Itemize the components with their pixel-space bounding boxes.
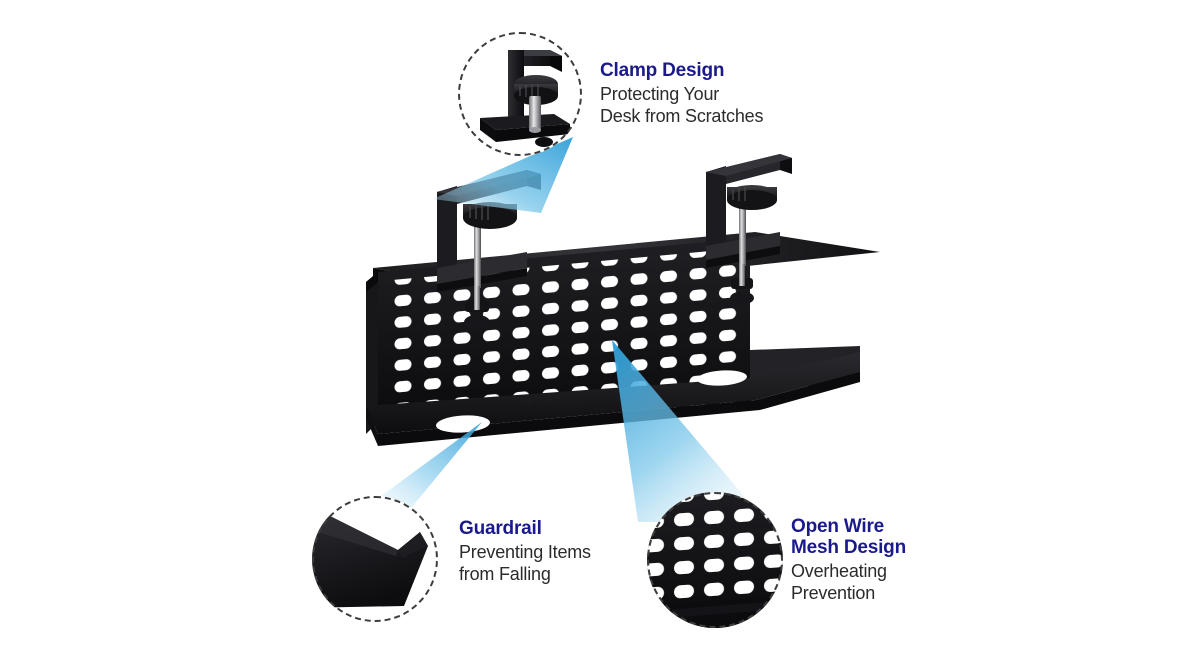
callout-text-clamp-design: Clamp Design Protecting Your Desk from S… — [600, 60, 900, 127]
callout-body-guardrail: Preventing Items from Falling — [459, 542, 591, 584]
callout-title-clamp-design: Clamp Design — [600, 60, 725, 81]
callout-body-clamp-design: Protecting Your Desk from Scratches — [600, 84, 764, 126]
left-clamp — [437, 170, 541, 329]
callout-circle-guardrail — [312, 496, 438, 622]
callout-title-mesh: Open Wire Mesh Design — [791, 516, 906, 558]
callout-title-guardrail: Guardrail — [459, 518, 542, 539]
beam-cone-mesh — [612, 340, 766, 522]
guardrail-closeup-icon — [312, 496, 438, 622]
right-clamp — [706, 154, 792, 305]
callout-circle-clamp-design — [458, 32, 582, 156]
callout-text-guardrail: Guardrail Preventing Items from Falling — [459, 518, 699, 585]
clamp-closeup-icon — [458, 32, 582, 156]
callout-text-mesh: Open Wire Mesh Design Overheating Preven… — [791, 516, 1031, 604]
callout-circle-mesh — [647, 492, 783, 628]
callout-body-mesh: Overheating Prevention — [791, 561, 887, 603]
mesh-closeup-icon — [647, 492, 783, 628]
